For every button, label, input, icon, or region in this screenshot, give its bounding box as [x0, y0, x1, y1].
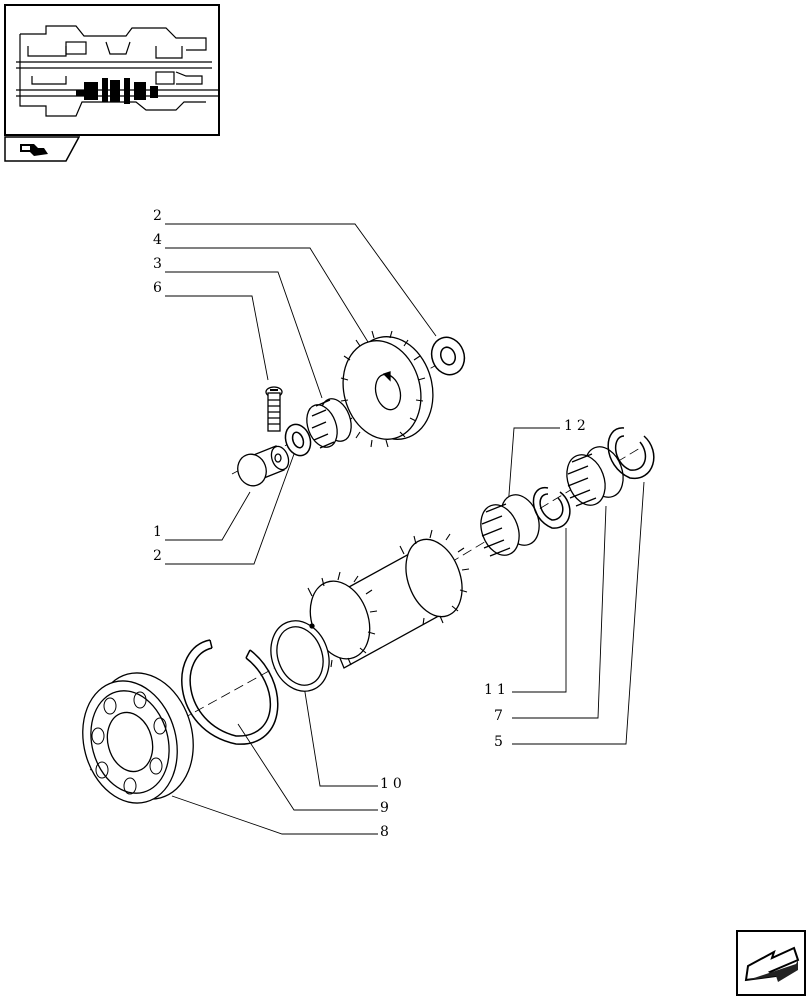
snap-ring-9 [181, 639, 279, 745]
shaft-1 [237, 445, 290, 487]
callout-11-circlip: 11 [484, 682, 510, 698]
callout-10-gear-cluster: 10 [380, 776, 406, 792]
large-gear-4 [340, 330, 434, 448]
callout-1-shaft: 1 [153, 524, 166, 540]
gear-cluster-10 [270, 529, 470, 692]
leader-lines [165, 223, 645, 835]
leader-6-screw [165, 295, 269, 381]
callout-3-bearing: 3 [153, 256, 166, 272]
section-tab-icon [4, 136, 81, 162]
callout-6-screw: 6 [153, 280, 166, 296]
next-page-arrow-icon [736, 930, 806, 996]
circlip-5 [607, 427, 655, 479]
leader-4-gear [165, 247, 369, 343]
needle-bearing-3 [306, 398, 352, 449]
leader-7-bearing [512, 505, 607, 719]
callout-5-circlip: 5 [494, 734, 507, 750]
circlip-11 [532, 487, 571, 529]
callout-2-lower-washer: 2 [153, 548, 166, 564]
callout-2-washer: 2 [153, 208, 166, 224]
ball-bearing-8 [82, 672, 194, 804]
leader-10-gear-cluster [303, 685, 378, 787]
leader-8-ball-bearing [171, 795, 378, 835]
callout-9-snap-ring: 9 [380, 800, 393, 816]
needle-bearing-7 [566, 446, 624, 507]
callout-12-bearing: 12 [564, 418, 590, 434]
next-page-button[interactable] [736, 930, 806, 996]
leader-1-shaft [165, 491, 251, 541]
leader-11-circlip [512, 528, 567, 693]
leader-2-lower-washer [165, 453, 295, 565]
washer-2-lower [284, 423, 312, 457]
washer-2-upper [430, 336, 466, 376]
leader-5-circlip [512, 481, 645, 745]
transmission-section-thumbnail-icon [16, 25, 218, 117]
leader-12-bearing [507, 427, 560, 509]
assembly-thumbnail [4, 4, 220, 136]
leader-2-washer [165, 223, 437, 337]
needle-bearing-12 [480, 494, 540, 557]
screw-6 [265, 386, 283, 432]
section-tab[interactable] [4, 136, 81, 162]
callout-4-gear: 4 [153, 232, 166, 248]
leader-9-snap-ring [237, 723, 378, 811]
callout-7-bearing: 7 [494, 708, 507, 724]
leader-3-bearing [165, 271, 323, 399]
callout-8-ball-bearing: 8 [380, 824, 393, 840]
